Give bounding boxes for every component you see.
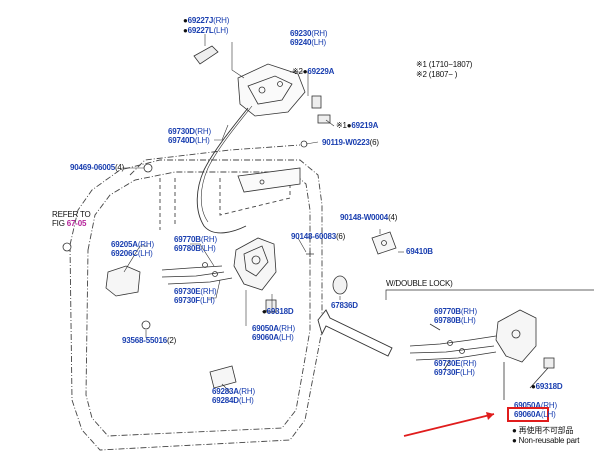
bolt-90148 (306, 251, 314, 257)
part-69730E[interactable]: 69730E(RH) (174, 287, 217, 296)
part-69284D[interactable]: 69284D(LH) (212, 396, 254, 405)
part-69318D[interactable]: ●69318D (262, 307, 294, 316)
door-outline-inner (85, 171, 311, 437)
dl-part-69780B[interactable]: 69780B(LH) (434, 316, 476, 325)
striker-69410B (371, 231, 397, 255)
grommet-refer (62, 242, 72, 252)
handle-cover-69227 (193, 45, 219, 65)
dl-part-69730F[interactable]: 69730F(LH) (434, 368, 475, 377)
door-lock-assembly (233, 237, 277, 291)
part-69219A[interactable]: ※1●69219A (336, 121, 379, 130)
part-69780B[interactable]: 69780B(LH) (174, 244, 216, 253)
part-93568-55016[interactable]: 93568-55016(2) (122, 336, 177, 345)
part-69227J[interactable]: ●69227J(RH) (183, 16, 230, 25)
part-90469-06005[interactable]: 90469-06005(4) (70, 163, 125, 172)
cable-69730D (196, 107, 249, 234)
part-69740D[interactable]: 69740D(LH) (168, 136, 210, 145)
part-69050A[interactable]: 69050A(RH) (252, 324, 295, 333)
lock-cover-69318D (265, 299, 277, 313)
screw-90469 (143, 163, 153, 173)
part-69240[interactable]: 69240(LH) (290, 38, 327, 47)
legend-non-reusable-en: ● Non-reusable part (512, 436, 580, 445)
legend-non-reusable-jp: ● 再使用不可部品 (512, 426, 574, 435)
part-90148-W0004[interactable]: 90148-W0004(4) (340, 213, 398, 222)
dl-part-69060A[interactable]: 69060A(LH) (514, 410, 556, 419)
part-69230[interactable]: 69230(RH) (290, 29, 328, 38)
dl-part-69318D[interactable]: ●69318D (531, 382, 563, 391)
double-lock-frame (385, 289, 594, 300)
period-legend-1: ※1 (1710−1807) (416, 60, 473, 69)
bracket (237, 167, 301, 193)
dl-part-69730E[interactable]: 69730E(RH) (434, 359, 477, 368)
bumper-67836D (332, 275, 348, 295)
part-69770B[interactable]: 69770B(RH) (174, 235, 217, 244)
door-outline-outer (69, 159, 323, 451)
inside-handle-69205A (105, 265, 141, 297)
part-67836D[interactable]: 67836D (331, 301, 358, 310)
double-lock-assembly (495, 309, 555, 369)
highlight-box (507, 407, 549, 422)
detail-arrow (317, 309, 393, 357)
screw-93568 (141, 320, 151, 330)
part-69060A[interactable]: 69060A(LH) (252, 333, 294, 342)
dl-part-69050A[interactable]: 69050A(RH) (514, 401, 557, 410)
rod-69770B (161, 265, 225, 278)
rod-69730E (167, 277, 233, 285)
refer-to-label: REFER TO (52, 210, 91, 219)
highlight-arrow (403, 413, 495, 437)
part-69283A[interactable]: 69283A(RH) (212, 387, 255, 396)
part-69730D[interactable]: 69730D(RH) (168, 127, 211, 136)
part-69227L[interactable]: ●69227L(LH) (183, 26, 229, 35)
double-lock-title: W/DOUBLE LOCK) (386, 279, 453, 288)
part-90148-60083[interactable]: 90148-60083(6) (291, 232, 346, 241)
part-69730F[interactable]: 69730F(LH) (174, 296, 215, 305)
part-69410B[interactable]: 69410B (406, 247, 433, 256)
refer-fig-link[interactable]: FIG 67-05 (52, 219, 87, 228)
part-69206C[interactable]: 69206C(LH) (111, 249, 153, 258)
part-90119-W0223[interactable]: 90119-W0223(6) (322, 138, 379, 147)
dl-part-69770B[interactable]: 69770B(RH) (434, 307, 477, 316)
outside-handle-frame (237, 63, 306, 117)
period-legend-2: ※2 (1807− ) (416, 70, 458, 79)
cover-69283A (209, 365, 237, 389)
part-69229A[interactable]: ※2●69229A (292, 67, 335, 76)
clip-69229A (311, 95, 331, 124)
part-69205A[interactable]: 69205A(RH) (111, 240, 154, 249)
